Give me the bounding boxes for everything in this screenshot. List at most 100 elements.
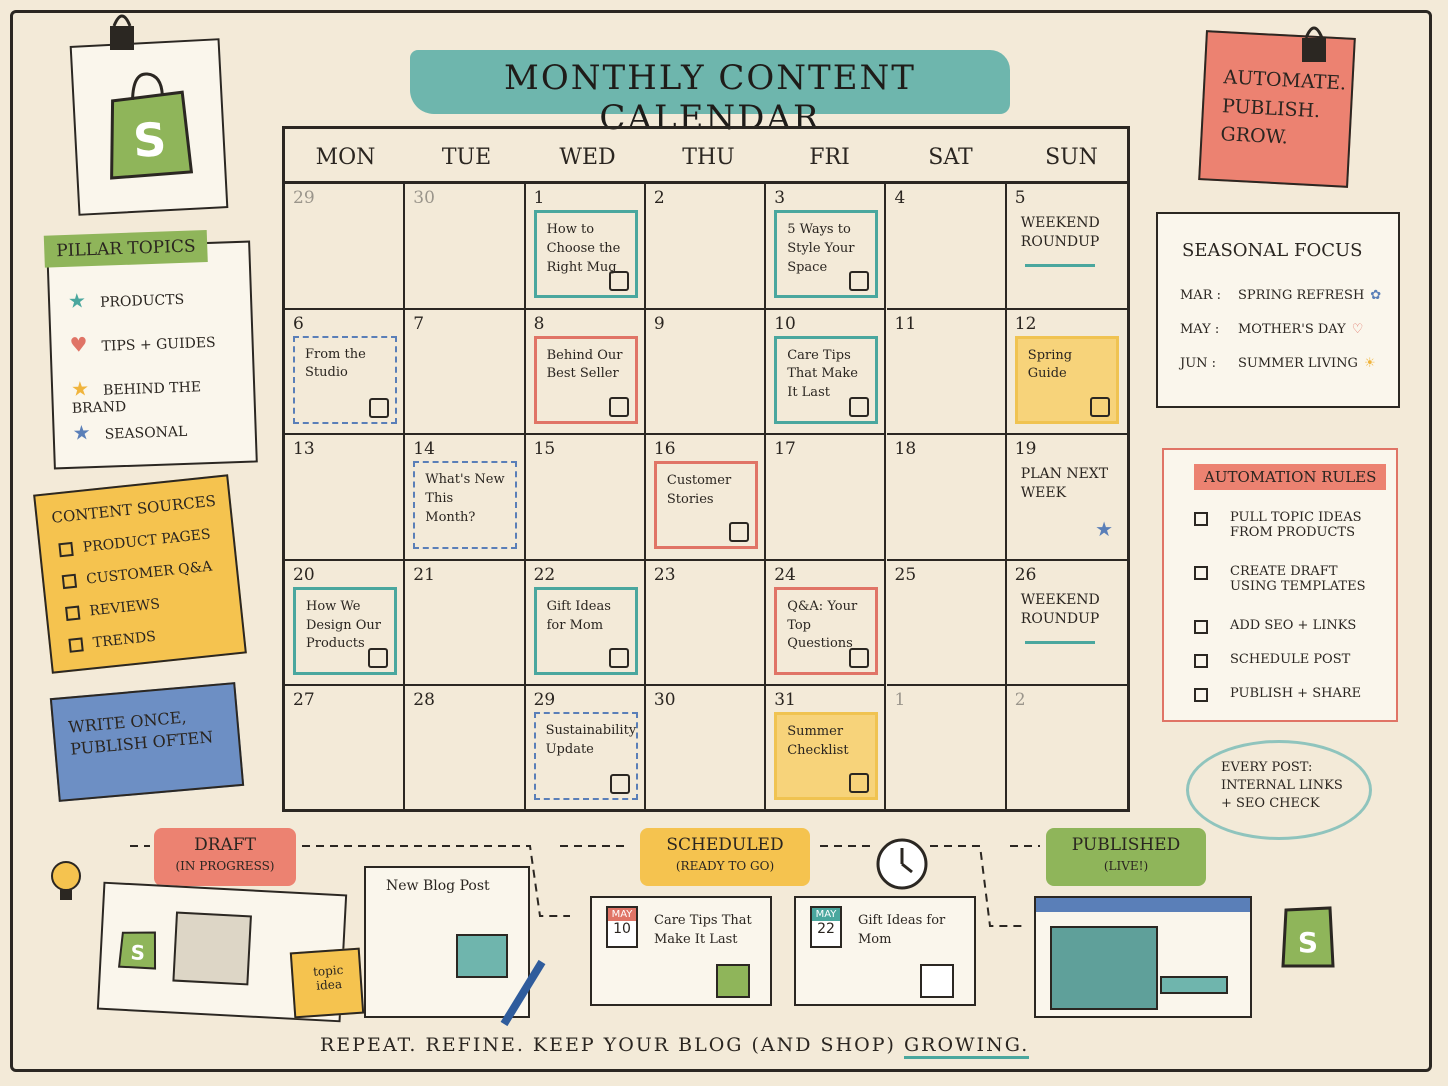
pillar-topic: ★Products (68, 285, 185, 313)
calendar-day[interactable]: 2 (1007, 686, 1127, 812)
post-title: From the Studio (305, 346, 366, 381)
post-card[interactable]: What's New This Month? (413, 461, 518, 550)
pillar-topics-card: Pillar Topics ★Products♥Tips + Guides★Be… (43, 230, 258, 470)
heart-icon: ♡ (1351, 322, 1364, 337)
content-source-label: Trends (92, 628, 157, 652)
post-card[interactable]: From the Studio (293, 335, 397, 424)
calendar-day[interactable]: 7 (405, 309, 526, 436)
day-number: 4 (894, 188, 906, 208)
pillar-topic: ♥Tips + Guides (69, 328, 216, 357)
every-post-line: + SEO check (1221, 796, 1320, 812)
calendar-day[interactable]: 23 (645, 560, 767, 687)
automation-rule: Publish + share (1194, 686, 1361, 702)
post-card[interactable]: Q&A: Your Top Questions (774, 586, 879, 675)
calendar-day[interactable]: 30 (646, 686, 767, 812)
post-card[interactable]: Behind Our Best Seller (533, 335, 638, 424)
automation-rule-label: Schedule post (1230, 652, 1351, 667)
pillar-topic-label: Products (99, 291, 185, 311)
checkbox-icon (61, 573, 78, 590)
checkbox-icon (1194, 620, 1208, 634)
post-card[interactable]: 5 Ways to Style Your Space (774, 210, 879, 298)
browser-button (1160, 976, 1228, 994)
calendar-day[interactable]: 19Plan Next Week★ (1006, 435, 1128, 561)
post-card[interactable]: How We Design Our Products (293, 586, 397, 675)
pillar-topic: ★Behind the Brand (71, 370, 254, 417)
automation-rule: Pull topic ideasfrom products (1194, 510, 1362, 540)
calendar-day[interactable]: 27 (285, 686, 406, 812)
flower-icon: ✿ (1370, 288, 1382, 303)
calendar-day[interactable]: 15 (525, 435, 646, 561)
calendar-day[interactable]: 25 (886, 560, 1007, 687)
calendar-day[interactable]: 9 (645, 309, 767, 436)
post-card[interactable]: Sustainability Update (533, 712, 638, 801)
calendar-day[interactable]: 2 (645, 184, 767, 310)
pillar-topic-label: Behind the Brand (71, 379, 202, 417)
scheduled-label: Scheduled (Ready to go) (640, 828, 810, 886)
day-header: Sun (1045, 145, 1098, 170)
calendar-day[interactable]: 18 (886, 435, 1007, 561)
sched-title: Gift Ideas for Mom (858, 913, 946, 947)
underline-mark (1024, 640, 1095, 644)
post-title: Sustainability Update (545, 723, 637, 758)
calendar-day[interactable]: 28 (405, 686, 526, 812)
underline-mark (1024, 264, 1095, 267)
season-month: May : (1180, 322, 1220, 337)
automation-rule: Schedule post (1194, 652, 1351, 668)
star-icon: ★ (1095, 517, 1114, 542)
checkbox-icon (1194, 512, 1208, 526)
day-number: 8 (533, 313, 545, 334)
calendar-day[interactable]: 1 (887, 686, 1007, 812)
gift-icon (608, 647, 629, 668)
post-card[interactable]: Gift Ideas for Mom (533, 586, 638, 675)
post-card[interactable]: Care Tips That Make It Last (774, 335, 879, 424)
calendar-day[interactable]: 21 (405, 560, 526, 687)
pen-icon (500, 959, 546, 1027)
calendar-note: Weekend Roundup (1020, 591, 1100, 627)
day-number: 24 (774, 564, 796, 585)
content-sources-note: Content Sources Product PagesCustomer Q&… (33, 474, 247, 674)
leaf-icon (609, 774, 630, 795)
day-number: 1 (894, 690, 906, 711)
post-card[interactable]: Summer Checklist (774, 712, 879, 801)
sched-day: 22 (817, 921, 835, 937)
calendar-day[interactable]: 13 (285, 435, 406, 561)
seasonal-item: Jun :Summer Living☀ (1180, 356, 1376, 371)
post-card[interactable]: Spring Guide (1014, 335, 1119, 424)
automation-rules-title: Automation Rules (1194, 464, 1387, 490)
calendar-day[interactable]: 30 (405, 184, 526, 310)
heart-icon (369, 397, 389, 418)
shopify-bag-icon: S (110, 72, 194, 180)
calendar-day[interactable]: 29 (285, 184, 406, 310)
calendar-note: Plan Next Week (1020, 466, 1109, 502)
day-number: 13 (293, 439, 315, 460)
calendar-day[interactable]: 4 (886, 184, 1007, 310)
post-title: What's New This Month? (425, 472, 505, 525)
pillar-topic-label: Seasonal (104, 423, 188, 443)
shopify-note: S (69, 38, 229, 216)
calendar-day[interactable]: 26Weekend Roundup (1006, 561, 1128, 687)
calendar-day[interactable]: 5Weekend Roundup (1006, 184, 1128, 310)
day-header: Thu (682, 145, 735, 170)
post-card[interactable]: Customer Stories (653, 461, 758, 550)
calendar-day[interactable]: 17 (766, 435, 887, 561)
chair-icon (849, 271, 870, 291)
new-post-draft: New Blog Post (364, 866, 546, 1027)
post-title: Gift Ideas for Mom (546, 598, 611, 633)
calendar-day[interactable]: 11 (886, 309, 1007, 436)
post-card[interactable]: How to Choose the Right Mug (533, 210, 638, 298)
